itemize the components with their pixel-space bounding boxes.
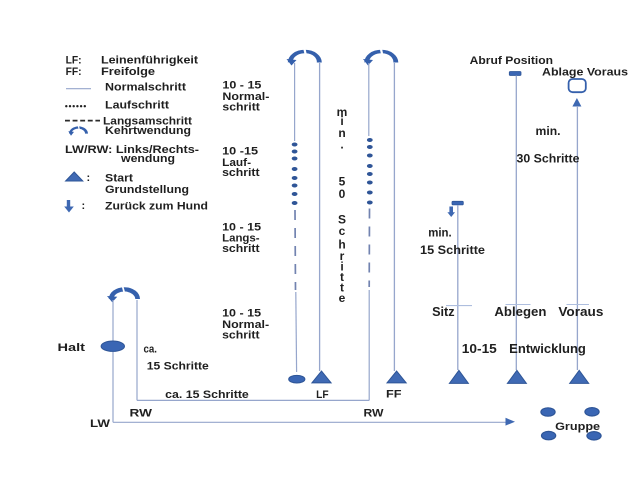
svg-text:Kehrtwendung: Kehrtwendung (105, 125, 191, 137)
svg-text:Start: Start (105, 173, 133, 185)
svg-text:10 - 15: 10 - 15 (222, 308, 261, 320)
svg-text:i: i (340, 260, 343, 274)
svg-text:15 Schritte: 15 Schritte (420, 245, 485, 257)
svg-text:RW: RW (130, 407, 153, 419)
svg-text:LF:: LF: (66, 55, 82, 67)
svg-text:e: e (339, 291, 346, 305)
svg-text:Freifolge: Freifolge (101, 66, 155, 78)
svg-text:c: c (339, 224, 346, 238)
svg-text:r: r (340, 249, 345, 263)
svg-text:m: m (337, 105, 348, 119)
svg-text:Langs-: Langs- (222, 232, 260, 244)
svg-text:Halt: Halt (58, 342, 86, 354)
svg-text:min.: min. (536, 126, 561, 138)
svg-text:LF: LF (316, 389, 329, 401)
svg-text:schritt: schritt (222, 167, 260, 179)
svg-text:LW/RW: Links/Rechts-: LW/RW: Links/Rechts- (65, 144, 199, 156)
svg-text:Voraus: Voraus (558, 305, 603, 319)
svg-text:schritt: schritt (222, 329, 260, 341)
svg-text:ca. 15 Schritte: ca. 15 Schritte (165, 389, 249, 401)
svg-text:h: h (338, 238, 345, 252)
svg-text::: : (82, 200, 86, 212)
svg-text:Normal-: Normal- (222, 91, 269, 103)
svg-text:10-15: 10-15 (462, 341, 497, 356)
svg-text:5: 5 (339, 175, 346, 189)
svg-text:Sitz: Sitz (432, 305, 455, 319)
svg-text:10 -15: 10 -15 (222, 145, 258, 157)
svg-text:15 Schritte: 15 Schritte (147, 361, 209, 373)
svg-text:wendung: wendung (120, 153, 175, 165)
svg-text:Ablage Voraus: Ablage Voraus (542, 67, 628, 79)
svg-text:Langsamschritt: Langsamschritt (103, 115, 192, 127)
svg-text:schritt: schritt (222, 102, 260, 114)
svg-text:t: t (340, 281, 344, 295)
svg-text:10 - 15: 10 - 15 (222, 222, 261, 234)
svg-text:i: i (340, 114, 343, 128)
svg-text:Grundstellung: Grundstellung (105, 184, 189, 196)
svg-text:Normalschritt: Normalschritt (105, 82, 186, 94)
svg-text:LW: LW (90, 418, 111, 430)
svg-text:FF:: FF: (66, 66, 82, 78)
svg-text::: : (87, 172, 91, 184)
svg-text:Ablegen: Ablegen (494, 305, 546, 319)
svg-text:RW: RW (364, 408, 385, 420)
svg-text:S: S (338, 213, 346, 227)
svg-text:FF: FF (386, 389, 402, 401)
svg-text:t: t (340, 270, 344, 284)
svg-text:Entwicklung: Entwicklung (509, 341, 586, 356)
svg-text:Zurück zum Hund: Zurück zum Hund (105, 201, 208, 213)
svg-text:.: . (340, 138, 343, 152)
svg-text:Normal-: Normal- (222, 319, 269, 331)
svg-text:Abruf Position: Abruf Position (470, 55, 554, 67)
svg-text:30 Schritte: 30 Schritte (517, 154, 580, 166)
svg-text:ca.: ca. (144, 344, 158, 356)
svg-text:Gruppe: Gruppe (555, 421, 600, 433)
svg-text:Laufschritt: Laufschritt (105, 100, 169, 112)
svg-text:min.: min. (428, 227, 452, 239)
svg-text:Lauf-: Lauf- (222, 157, 251, 169)
svg-text:schritt: schritt (222, 243, 260, 255)
svg-text:n: n (338, 126, 345, 140)
svg-text:Leinenführigkeit: Leinenführigkeit (101, 55, 198, 67)
svg-text:0: 0 (339, 187, 346, 201)
svg-text:10 - 15: 10 - 15 (222, 80, 261, 92)
